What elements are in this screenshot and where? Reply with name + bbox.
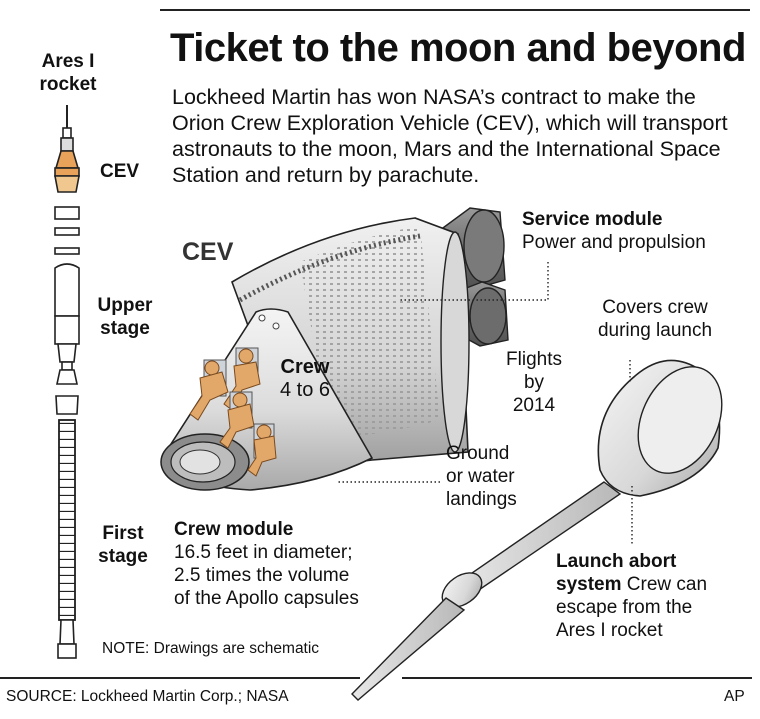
flights-label: Flights by 2014 — [496, 348, 572, 417]
first-stage-label: First stage — [90, 522, 156, 568]
top-rule — [160, 9, 750, 11]
first-stage-line2: stage — [98, 546, 148, 567]
rocket-name: Ares I rocket — [20, 50, 116, 96]
intro-text: Lockheed Martin has won NASA’s contract … — [172, 85, 728, 187]
landing-line1: Ground — [446, 443, 510, 464]
first-stage-line1: First — [102, 523, 144, 544]
crew-module-line2: 2.5 times the volume — [174, 565, 350, 586]
schematic-note: NOTE: Drawings are schematic — [102, 640, 320, 657]
cev-label: CEV — [182, 238, 234, 266]
launch-abort-desc-2: escape from the — [556, 597, 693, 618]
landing-label: Ground or water landings — [446, 442, 517, 511]
upper-stage-label: Upper stage — [88, 294, 162, 340]
launch-abort-desc-1: Crew can — [626, 574, 708, 595]
crew-module-label: Crew module 16.5 feet in diameter; 2.5 t… — [174, 518, 359, 610]
launch-abort-title: Launch abort — [556, 551, 677, 572]
launch-abort-label: Launch abort system Crew can escape from… — [556, 550, 707, 642]
rocket-cev-label: CEV — [100, 161, 140, 182]
astronaut-icon — [189, 347, 277, 477]
flights-line1: Flights — [506, 349, 562, 370]
crew-label: Crew 4 to 6 — [268, 356, 342, 402]
crew-title: Crew — [280, 356, 330, 378]
flights-line2: by — [523, 372, 545, 393]
source-credit: SOURCE: Lockheed Martin Corp.; NASA — [6, 688, 289, 705]
page-title: Ticket to the moon and beyond — [170, 26, 746, 70]
crew-module-line3: of the Apollo capsules — [174, 588, 359, 609]
service-module-title: Service module — [522, 209, 663, 230]
covers-crew-label: Covers crew during launch — [588, 296, 722, 342]
ares-rocket-icon — [54, 105, 80, 659]
landing-line3: landings — [446, 489, 517, 510]
covers-crew-line2: during launch — [597, 320, 713, 341]
crew-module-title: Crew module — [174, 519, 294, 540]
service-module-desc: Power and propulsion — [522, 232, 706, 253]
upper-stage-line2: stage — [100, 318, 150, 339]
rocket-name-line1: Ares I — [41, 51, 95, 72]
crew-count: 4 to 6 — [279, 379, 331, 401]
launch-abort-system-icon — [351, 359, 723, 701]
launch-abort-desc-3: Ares I rocket — [556, 620, 663, 641]
launch-abort-title-2: system — [556, 574, 622, 595]
landing-line2: or water — [446, 466, 515, 487]
service-module-label: Service module Power and propulsion — [522, 208, 706, 254]
agency-credit: AP — [724, 688, 745, 705]
upper-stage-line1: Upper — [97, 295, 153, 316]
crew-module-line1: 16.5 feet in diameter; — [174, 542, 353, 563]
covers-crew-line1: Covers crew — [602, 297, 708, 318]
flights-line3: 2014 — [512, 395, 556, 416]
leader-lines — [336, 262, 633, 546]
rocket-name-line2: rocket — [39, 74, 97, 95]
engine-nozzle-icon — [431, 207, 509, 347]
crew-module-icon — [160, 308, 374, 491]
